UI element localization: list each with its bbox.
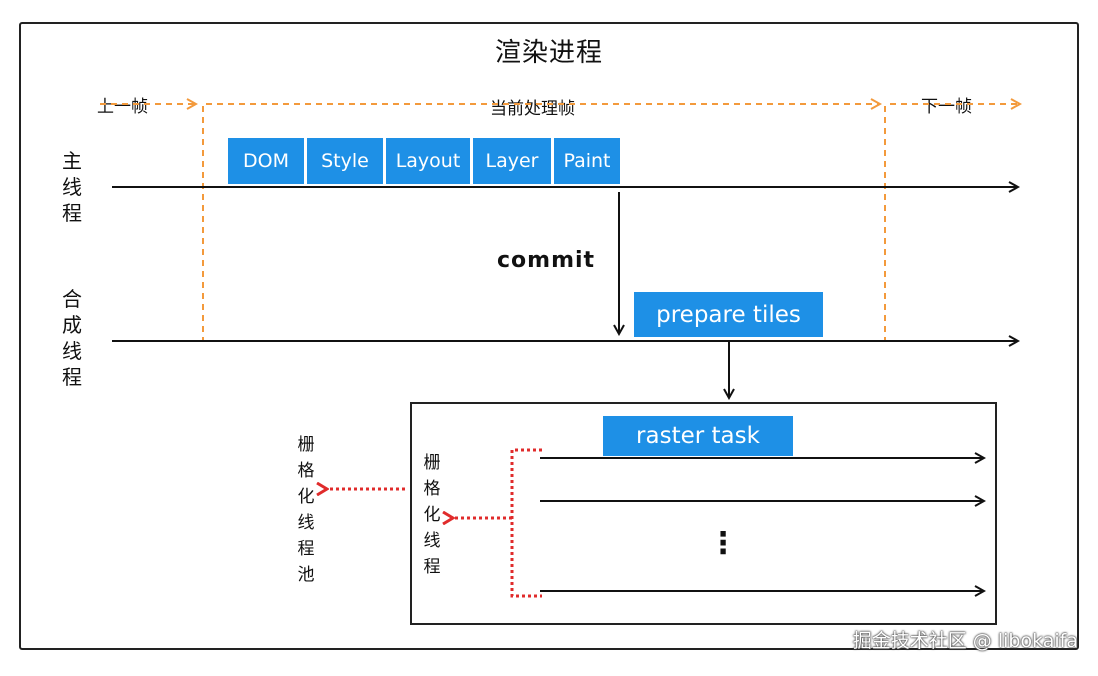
next-frame-label: 下一帧 <box>921 97 972 117</box>
raster-task-box: raster task <box>603 416 793 456</box>
compositor-thread-label: 合成线程 <box>62 287 82 389</box>
diagram-title: 渲染进程 <box>494 38 603 68</box>
more-tasks-ellipsis: ⋮ <box>708 526 738 561</box>
diagram-frame <box>19 22 1079 650</box>
raster-red-connector <box>326 448 542 598</box>
watermark: 掘金技术社区 @ libokaifa <box>852 630 1078 652</box>
stage-paint: Paint <box>554 138 620 184</box>
raster-pool-label: 栅格化线程池 <box>297 435 315 585</box>
main-thread-label: 主线程 <box>62 149 82 225</box>
previous-frame-label: 上一帧 <box>97 97 148 117</box>
commit-label: commit <box>497 248 596 273</box>
stage-layout: Layout <box>386 138 470 184</box>
prepare-tiles-box: prepare tiles <box>634 292 823 337</box>
frame-timeline <box>100 104 1020 340</box>
stage-style: Style <box>307 138 383 184</box>
stage-dom: DOM <box>228 138 304 184</box>
current-frame-label: 当前处理帧 <box>490 99 575 119</box>
raster-thread-box <box>410 402 997 625</box>
raster-thread-label: 栅格化线程 <box>423 453 441 577</box>
stage-layer: Layer <box>473 138 551 184</box>
